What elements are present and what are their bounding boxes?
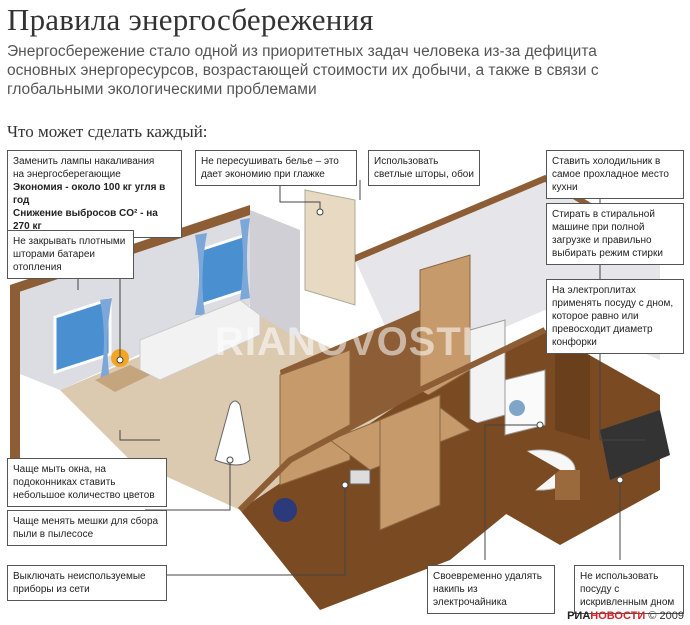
tip-stove-text: На электроплитах применять посуду с дном… bbox=[552, 285, 674, 348]
side-table bbox=[95, 365, 150, 392]
tip-batteries: Не закрывать плотными шторами батареи от… bbox=[7, 230, 134, 279]
room-divider bbox=[237, 327, 547, 513]
tip-fridge: Ставить холодильник в самое прохладное м… bbox=[546, 150, 684, 199]
tip-windows-text: Чаще мыть окна, на подоконниках ставить … bbox=[13, 464, 155, 501]
tip-lamps-line2: на энергосберегающие bbox=[13, 169, 121, 180]
laptop bbox=[349, 469, 371, 485]
tip-devices-text: Выключать неиспользуемые приборы из сети bbox=[13, 571, 146, 595]
washer-door bbox=[509, 400, 525, 416]
tip-washing-text: Стирать в стиральной машине при полной з… bbox=[552, 209, 663, 259]
tip-washing: Стирать в стиральной машине при полной з… bbox=[546, 203, 684, 265]
chair bbox=[555, 470, 580, 500]
study-cabinets bbox=[279, 349, 351, 486]
tip-devices: Выключать неиспользуемые приборы из сети bbox=[7, 565, 167, 601]
credit-copyright: © 2009 bbox=[648, 610, 684, 622]
tip-curtains: Использовать светлые шторы, обои bbox=[368, 150, 480, 186]
tip-fridge-text: Ставить холодильник в самое прохладное м… bbox=[552, 156, 669, 193]
stove bbox=[600, 410, 670, 480]
tip-lamps-line1: Заменить лампы накаливания bbox=[13, 156, 155, 167]
bookcase bbox=[379, 394, 441, 531]
tip-curtains-text: Использовать светлые шторы, обои bbox=[374, 156, 474, 180]
window-left bbox=[53, 297, 112, 375]
living-room-side-wall bbox=[250, 210, 300, 340]
wardrobe bbox=[304, 189, 356, 306]
tip-pots-text: Не использовать посуду с искривленным дн… bbox=[580, 571, 675, 608]
page-subtitle: Энергосбережение стало одной из приорите… bbox=[7, 43, 599, 98]
tip-windows: Чаще мыть окна, на подоконниках ставить … bbox=[7, 458, 167, 507]
office-chair bbox=[273, 498, 297, 522]
section-heading: Что может сделать каждый: bbox=[7, 122, 208, 141]
tip-batteries-text: Не закрывать плотными шторами батареи от… bbox=[13, 236, 126, 273]
tip-vacuum: Чаще менять мешки для сбора пыли в пылес… bbox=[7, 510, 167, 546]
tip-lamps: Заменить лампы накаливания на энергосбер… bbox=[7, 150, 182, 238]
tip-kettle: Своевременно удалять накипь из электроча… bbox=[427, 565, 555, 614]
kitchen-wall-top bbox=[355, 175, 660, 262]
left-wall-edge bbox=[10, 290, 20, 470]
tip-stove: На электроплитах применять посуду с дном… bbox=[546, 279, 684, 354]
curtain-right-2 bbox=[240, 218, 250, 300]
credit: РИАНОВОСТИ © 2009 bbox=[567, 610, 684, 622]
credit-brand-ria: РИА bbox=[567, 610, 591, 622]
washing-machine bbox=[504, 369, 546, 436]
tip-ironing-text: Не пересушивать белье – это дает экономи… bbox=[201, 156, 339, 180]
tip-lamps-line4: Снижение выбросов CO² - на 270 кг bbox=[13, 208, 158, 232]
refrigerator bbox=[469, 319, 506, 426]
curtain-right bbox=[195, 233, 207, 315]
tip-kettle-text: Своевременно удалять накипь из электроча… bbox=[433, 571, 542, 608]
page-title: Правила энергосбережения bbox=[7, 2, 374, 37]
kitchen-door bbox=[555, 345, 590, 440]
tip-ironing: Не пересушивать белье – это дает экономи… bbox=[195, 150, 357, 186]
credit-brand-novosti: НОВОСТИ bbox=[590, 610, 646, 622]
tip-lamps-line3: Экономия - около 100 кг угля в год bbox=[13, 182, 166, 206]
tip-pots: Не использовать посуду с искривленным дн… bbox=[574, 565, 684, 614]
watermark: RIANOVOSTI bbox=[215, 320, 474, 364]
tip-vacuum-text: Чаще менять мешки для сбора пыли в пылес… bbox=[13, 516, 159, 540]
callout-dots bbox=[116, 208, 624, 489]
curtain-left bbox=[100, 298, 112, 380]
